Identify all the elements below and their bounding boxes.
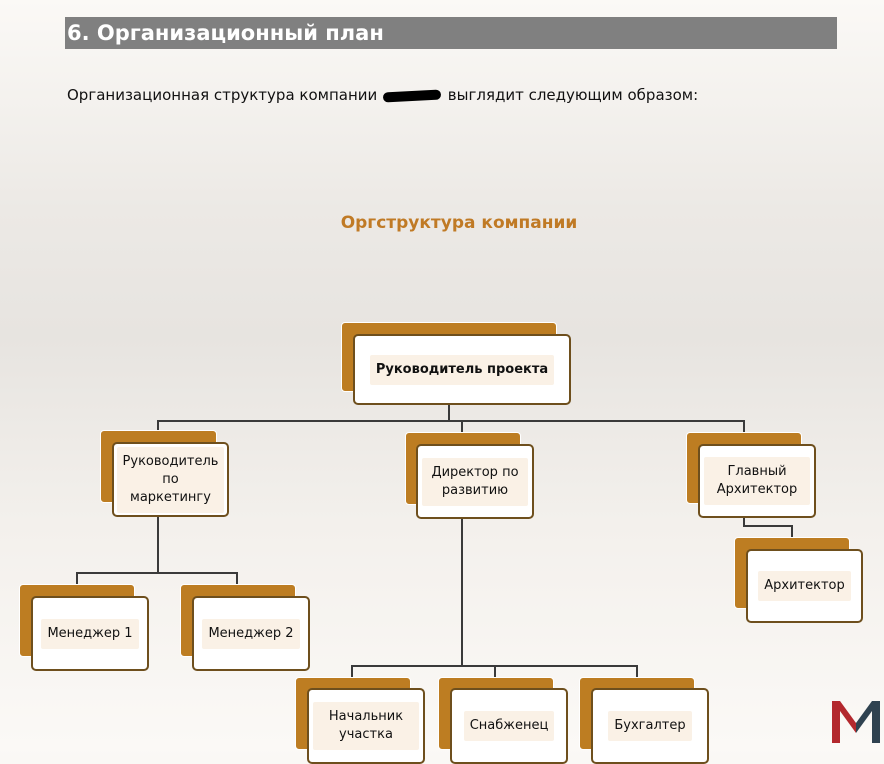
node-label-box: Менеджер 2	[192, 596, 310, 671]
connector-marketing-manager2	[158, 572, 238, 586]
connector-root-marketing	[157, 404, 450, 432]
node-accountant: Бухгалтер	[579, 677, 709, 764]
node-label: Менеджер 1	[41, 618, 139, 649]
node-label: Снабженец	[463, 711, 555, 741]
connector-dev-site-chief	[351, 518, 463, 680]
node-chief-architect: Главный Архитектор	[686, 432, 816, 518]
node-label: Директор по развитию	[422, 457, 528, 506]
node-label-box: Снабженец	[450, 688, 568, 764]
connector-chief-architect	[743, 517, 793, 537]
node-label: Руководитель проекта	[369, 354, 555, 385]
node-label: Архитектор	[758, 571, 851, 601]
node-label-box: Начальник участка	[307, 688, 425, 764]
node-label-box: Менеджер 1	[31, 596, 149, 671]
node-label: Руководитель по маркетингу	[116, 446, 225, 513]
node-label: Главный Архитектор	[704, 457, 810, 505]
node-label-box: Архитектор	[746, 549, 863, 623]
node-label-box: Руководитель по маркетингу	[112, 442, 229, 517]
m-logo-icon	[832, 701, 880, 743]
node-label: Начальник участка	[313, 702, 419, 750]
intro-paragraph: Организационная структура компании выгля…	[67, 86, 698, 104]
connector-dev-accountant	[495, 665, 638, 680]
org-chart-connectors	[76, 404, 793, 680]
org-chart-title: Оргструктура компании	[340, 213, 578, 233]
node-label-box: Главный Архитектор	[698, 444, 816, 518]
node-manager-1: Менеджер 1	[19, 584, 149, 671]
node-label-box: Руководитель проекта	[353, 334, 571, 405]
node-project-manager: Руководитель проекта	[341, 322, 571, 405]
node-manager-2: Менеджер 2	[180, 584, 310, 671]
node-site-chief: Начальник участка	[295, 677, 425, 764]
node-development-director: Директор по развитию	[405, 432, 534, 519]
node-label: Бухгалтер	[608, 711, 692, 741]
intro-text-end: выглядит следующим образом:	[443, 86, 699, 104]
intro-text-start: Организационная структура компании	[67, 86, 383, 104]
connector-marketing-manager1	[76, 515, 159, 586]
node-architect: Архитектор	[734, 537, 863, 623]
node-supplier: Снабженец	[438, 677, 568, 764]
section-heading: 6. Организационный план	[65, 17, 837, 49]
node-label-box: Директор по развитию	[416, 444, 534, 519]
node-marketing-head: Руководитель по маркетингу	[100, 430, 230, 517]
node-label-box: Бухгалтер	[591, 688, 709, 764]
connector-root-architect	[449, 420, 745, 432]
node-label: Менеджер 2	[202, 618, 300, 649]
